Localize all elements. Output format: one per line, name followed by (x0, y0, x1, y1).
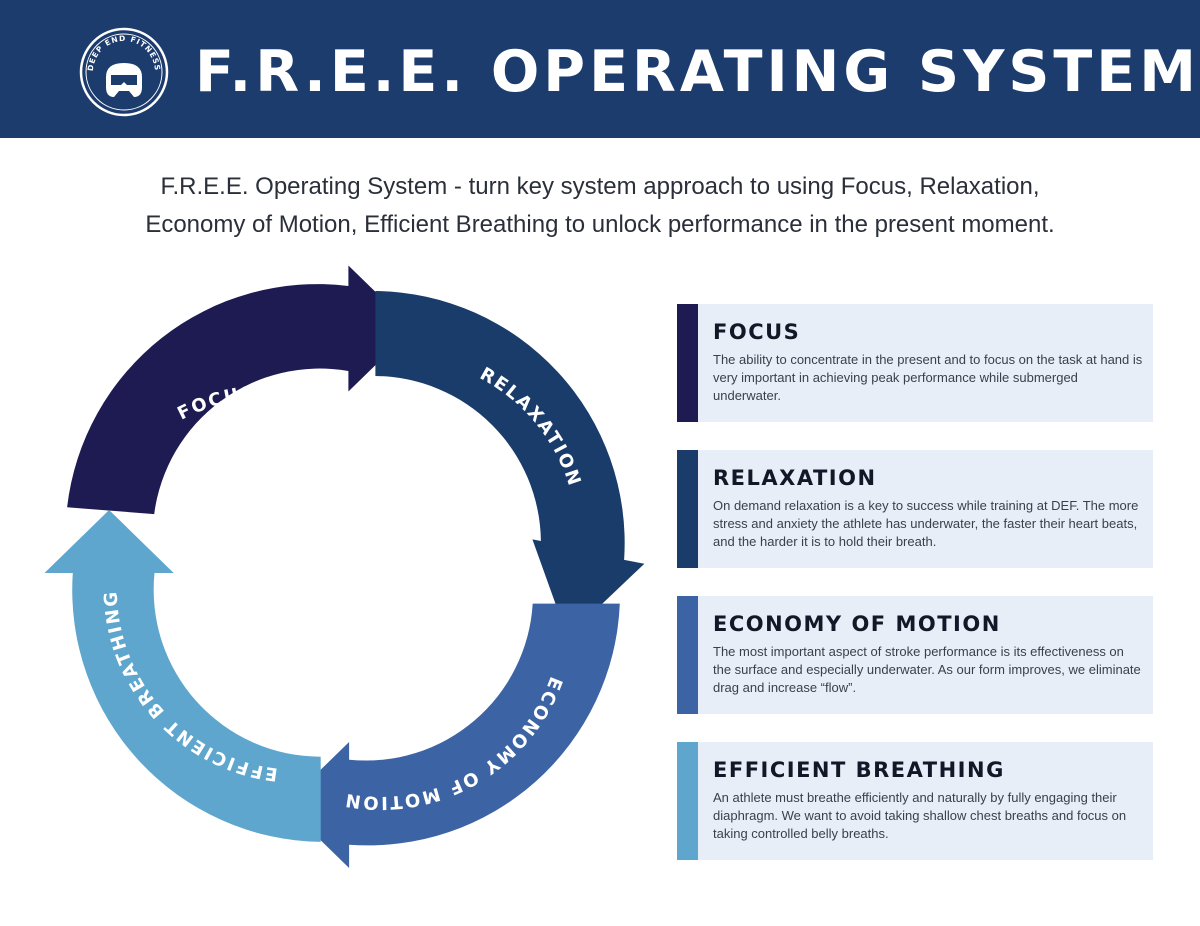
card-description: An athlete must breathe efficiently and … (713, 790, 1127, 841)
card-accent-bar (677, 742, 698, 860)
card-accent-bar (677, 450, 698, 568)
deep-end-fitness-logo: DEEP END FITNESS (79, 27, 169, 117)
intro-line-2: Economy of Motion, Efficient Breathing t… (145, 211, 1055, 238)
card-description: The most important aspect of stroke perf… (713, 644, 1141, 695)
card-economy-of-motion: ECONOMY OF MOTION The most important asp… (677, 596, 1153, 714)
header-banner: DEEP END FITNESS F.R.E.E. OPERATING SYST… (0, 0, 1200, 138)
card-title: RELAXATION (713, 466, 877, 490)
card-accent-bar (677, 304, 698, 422)
card-focus: FOCUS The ability to concentrate in the … (677, 304, 1153, 422)
segment-focus-arrow (67, 265, 413, 515)
intro-line-1: F.R.E.E. Operating System - turn key sys… (160, 173, 1040, 200)
card-accent-bar (677, 596, 698, 714)
card-relaxation: RELAXATION On demand relaxation is a key… (677, 450, 1153, 568)
card-description: On demand relaxation is a key to success… (713, 498, 1139, 549)
segment-relaxation-arrow (375, 291, 645, 637)
page-title: F.R.E.E. OPERATING SYSTEM (195, 39, 1200, 105)
card-title: ECONOMY OF MOTION (713, 612, 1001, 636)
card-efficient-breathing: EFFICIENT BREATHING An athlete must brea… (677, 742, 1153, 860)
card-title: EFFICIENT BREATHING (713, 758, 1005, 782)
card-title: FOCUS (713, 320, 801, 344)
card-description: The ability to concentrate in the presen… (713, 352, 1143, 403)
segment-economy-arrow (284, 603, 620, 868)
free-cycle-diagram: FOCUS RELAXATION ECONOMY OF MOTION EFFIC… (44, 265, 645, 868)
segment-breathing-arrow (44, 510, 321, 842)
intro-description: F.R.E.E. Operating System - turn key sys… (20, 168, 1180, 244)
